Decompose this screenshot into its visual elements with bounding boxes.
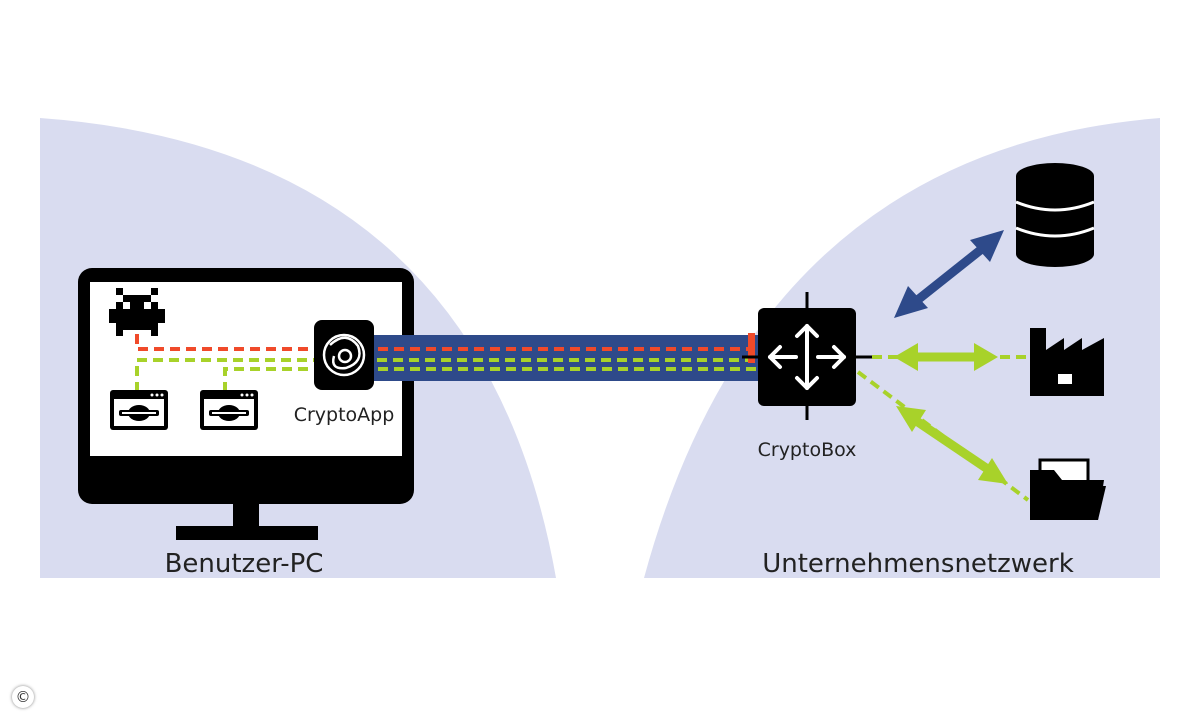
malware-connection-line — [135, 334, 754, 351]
browser-window-icon — [200, 390, 258, 430]
copyright-badge: © — [12, 686, 34, 708]
cryptoapp-label: CryptoApp — [294, 404, 395, 426]
folder-arrow — [896, 406, 1008, 484]
user-pc-label: Benutzer-PC — [165, 549, 324, 579]
router-arrows-icon — [742, 292, 872, 420]
malware-invader-icon — [109, 288, 165, 336]
folder-icon — [1030, 458, 1106, 520]
browser-connection-lines — [135, 358, 756, 392]
factory-arrow — [894, 343, 998, 371]
company-network-label: Unternehmensnetzwerk — [762, 549, 1074, 579]
block-bar — [748, 333, 755, 363]
factory-icon — [1030, 328, 1104, 396]
browser-window-icon — [110, 390, 168, 430]
database-arrow — [894, 230, 1004, 318]
database-icon — [1015, 163, 1095, 267]
cryptoapp-logo-icon — [314, 320, 374, 390]
cryptobox-label: CryptoBox — [758, 439, 857, 461]
